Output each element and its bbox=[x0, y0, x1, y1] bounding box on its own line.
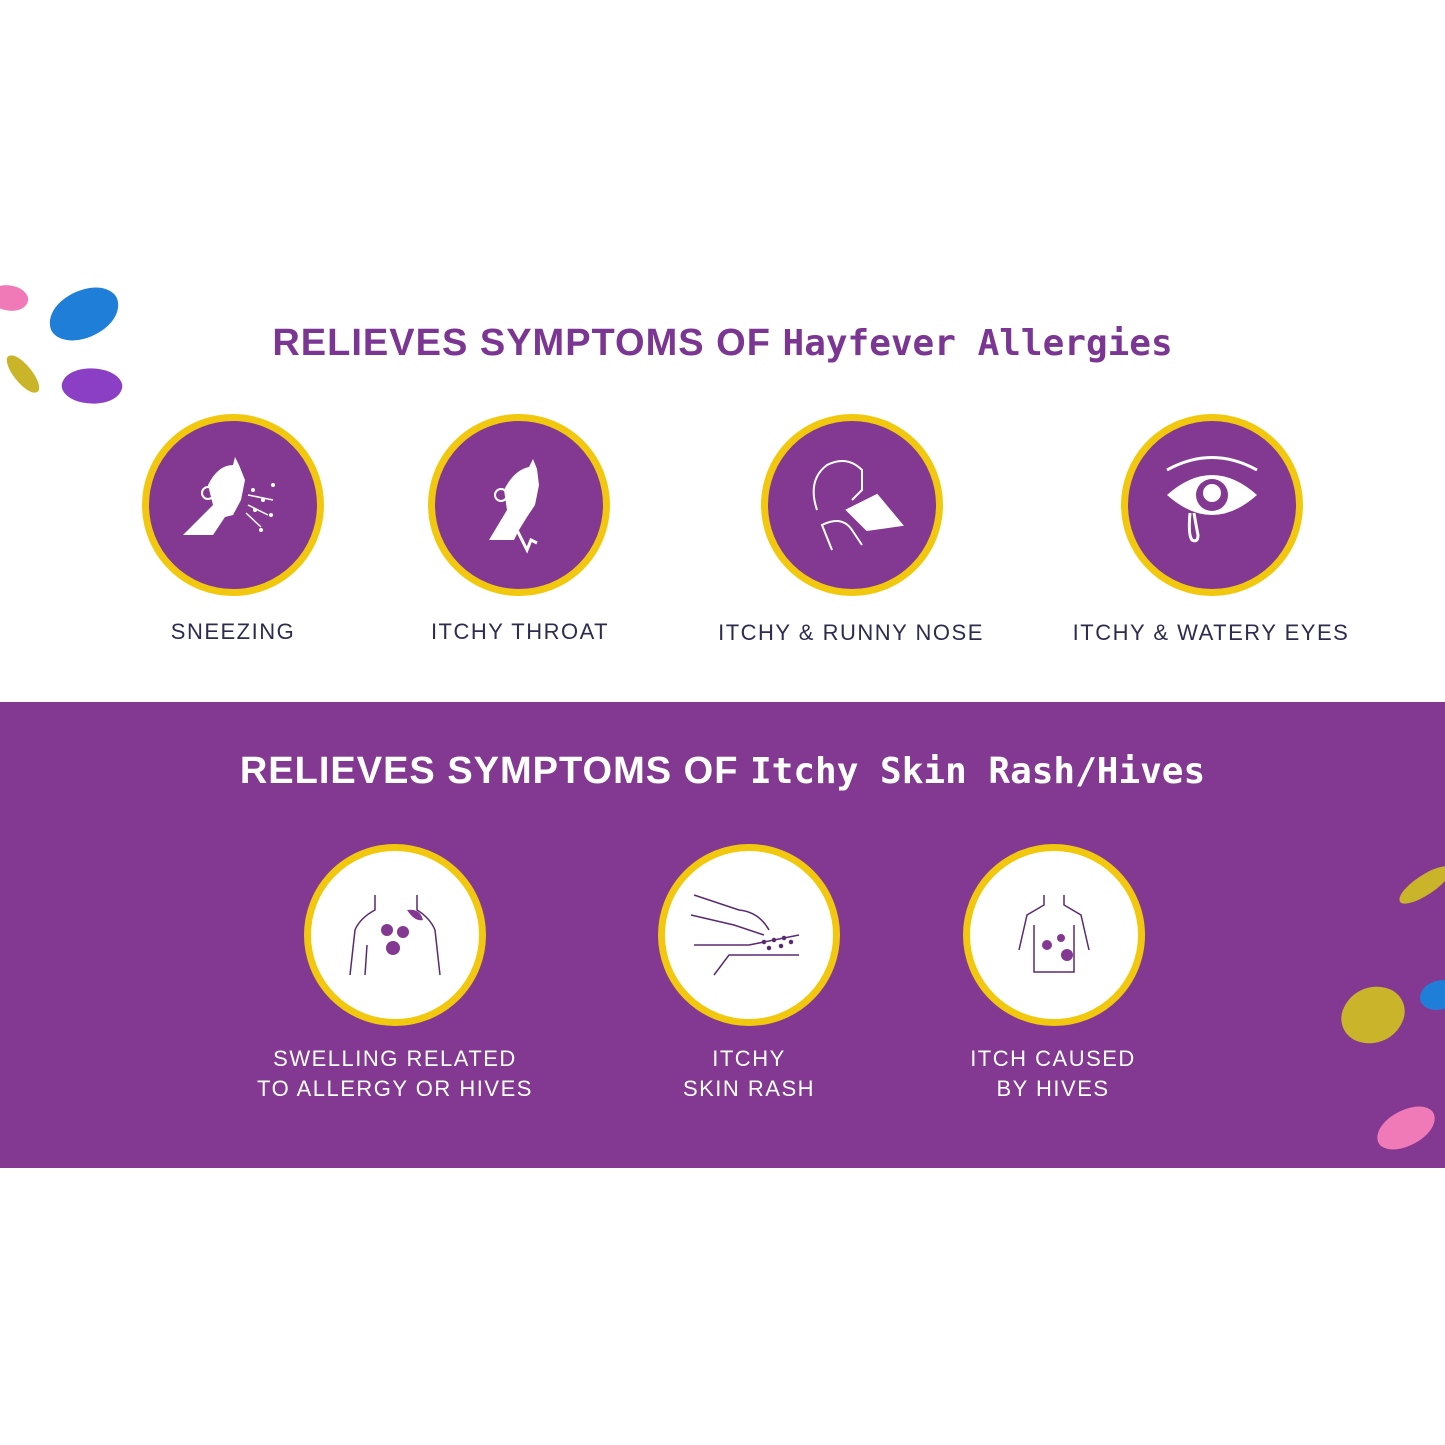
label-line: ITCH CAUSED bbox=[970, 1046, 1136, 1071]
section2-title: RELIEVES SYMPTOMS OF Itchy Skin Rash/Hiv… bbox=[239, 750, 1206, 792]
label-line: TO ALLERGY OR HIVES bbox=[257, 1076, 533, 1101]
symptom-label: ITCHY SKIN RASH bbox=[569, 1044, 929, 1104]
swelling-icon bbox=[304, 844, 486, 1026]
itchy-throat-icon bbox=[428, 414, 610, 596]
petal-decoration bbox=[59, 363, 125, 409]
runny-nose-icon bbox=[761, 414, 943, 596]
petal-decoration bbox=[0, 279, 32, 317]
skin-rash-icon bbox=[658, 844, 840, 1026]
hives-icon bbox=[963, 844, 1145, 1026]
label-line: SWELLING RELATED bbox=[273, 1046, 517, 1071]
symptom-label: ITCHY & WATERY EYES bbox=[1072, 620, 1350, 645]
symptom-label: ITCHY THROAT bbox=[430, 619, 610, 644]
label-line: BY HIVES bbox=[996, 1076, 1110, 1101]
symptom-label: ITCHY & RUNNY NOSE bbox=[718, 620, 984, 645]
symptom-label: SNEEZING bbox=[170, 619, 296, 644]
symptom-label: SWELLING RELATED TO ALLERGY OR HIVES bbox=[215, 1044, 575, 1104]
watery-eye-icon bbox=[1121, 414, 1303, 596]
section1-title: RELIEVES SYMPTOMS OF Hayfever Allergies bbox=[272, 322, 1173, 364]
label-line: ITCHY bbox=[712, 1046, 786, 1071]
label-line: SKIN RASH bbox=[682, 1076, 816, 1101]
sneezing-icon bbox=[142, 414, 324, 596]
symptom-label: ITCH CAUSED BY HIVES bbox=[873, 1044, 1233, 1104]
